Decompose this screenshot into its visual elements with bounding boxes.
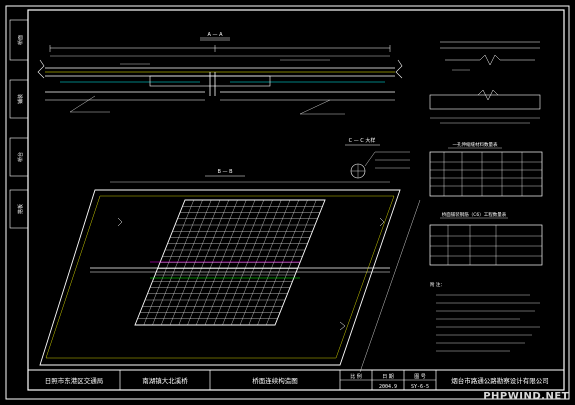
joint-detail-top-right <box>429 41 541 124</box>
side-label-3: 桥台 <box>17 152 24 162</box>
drawing-name: 桥面连续构造图 <box>252 376 298 385</box>
owner-name: 日照市东港区交通局 <box>45 376 104 385</box>
section-a-title: A — A <box>207 32 223 38</box>
notes-title: 附 注： <box>430 281 445 288</box>
rebar-quantity-table: 桥面铺装钢筋（C6）工程数量表 <box>429 211 543 266</box>
section-a-a: A — A <box>37 32 403 115</box>
date-value: 2004.9 <box>379 384 397 390</box>
table1-title: 一孔伸缩缝材料数量表 <box>453 141 498 148</box>
designer-name: 烟台市路通公路勘察设计有限公司 <box>451 376 549 385</box>
notes-block: 附 注： <box>430 281 540 352</box>
title-block: 日照市东港区交通局 南湖镇大北溪桥 桥面连续构造图 比 例 日 期 2004.9… <box>27 369 565 391</box>
side-label-2: 铺装 <box>17 94 24 104</box>
section-c-title: C — C 大样 <box>349 137 376 144</box>
material-quantity-table: 一孔伸缩缝材料数量表 <box>429 141 543 197</box>
project-name: 南湖镇大北溪桥 <box>142 376 188 385</box>
sheet-frame-outer <box>5 5 570 400</box>
section-b-title: B — B <box>217 169 233 175</box>
side-label-column: 桥面 铺装 桥台 搭板 <box>9 19 29 229</box>
side-label-4: 搭板 <box>17 204 24 214</box>
section-b-b: B — B <box>39 169 421 373</box>
rebar-mesh <box>137 199 323 326</box>
watermark: PHPWIND.NET <box>483 391 569 402</box>
drawing-no-label: 图 号 <box>414 374 426 380</box>
table2-title: 桥面铺装钢筋（C6）工程数量表 <box>442 211 507 218</box>
drawing-no-value: SY-6-5 <box>411 384 429 390</box>
section-c-detail: C — C 大样 <box>345 137 410 179</box>
date-label: 日 期 <box>382 374 394 380</box>
side-label-1: 桥面 <box>17 35 24 45</box>
scale-label: 比 例 <box>350 373 362 380</box>
